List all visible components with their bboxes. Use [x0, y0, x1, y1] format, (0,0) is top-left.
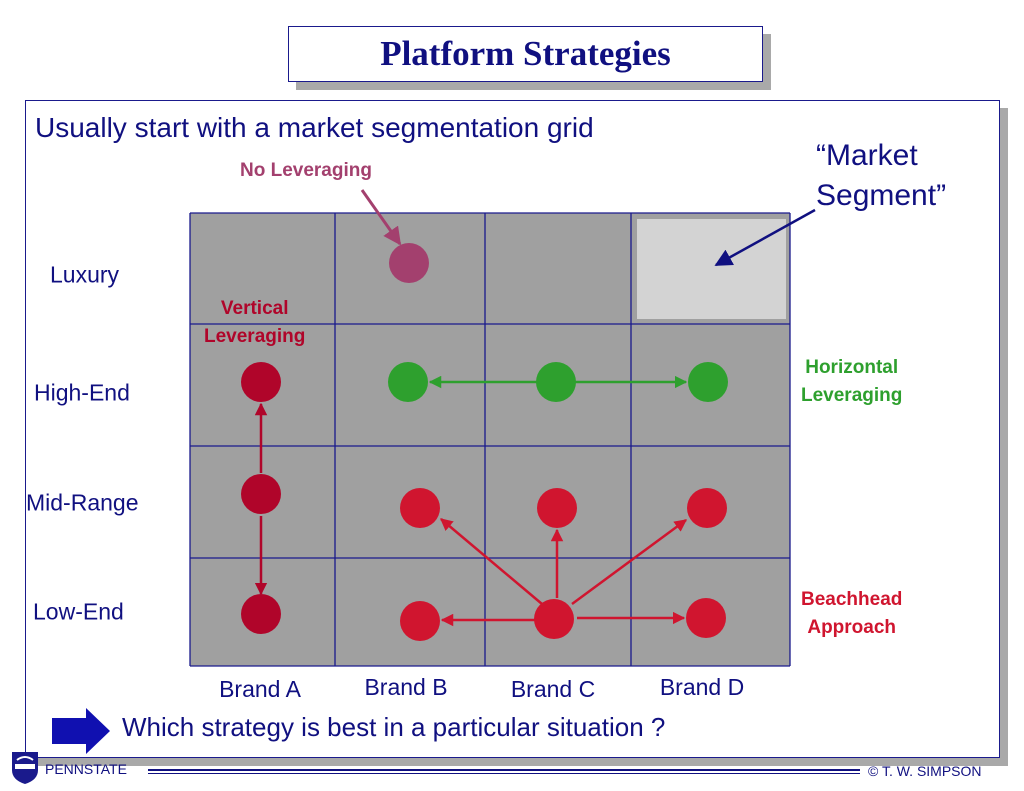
row-label-mid-range: Mid-Range: [26, 489, 139, 516]
beachhead-approach-label: Beachhead Approach: [801, 586, 902, 642]
market-segment-label: “Market Segment”: [816, 136, 946, 216]
title-box: Platform Strategies: [288, 26, 763, 82]
horizontal-label-line-2: Leveraging: [801, 385, 903, 406]
no-leveraging-label: No Leveraging: [240, 160, 372, 181]
col-label-brand-b: Brand B: [364, 674, 448, 700]
strategy-question: Which strategy is best in a particular s…: [122, 712, 666, 742]
market-segment-cell: [637, 219, 786, 319]
no-leveraging-dot: [389, 243, 429, 283]
block-arrow-icon: [52, 708, 110, 754]
col-label-brand-c: Brand C: [510, 676, 596, 702]
market-segment-line-1: “Market: [816, 139, 918, 172]
vertical-dot-high-end: [241, 362, 281, 402]
beachhead-label-line-1: Beachhead: [801, 589, 903, 610]
horizontal-dot-brand-d: [688, 362, 728, 402]
row-label-low-end: Low-End: [33, 598, 124, 625]
row-label-high-end: High-End: [34, 379, 130, 406]
vertical-label-line-2: Leveraging: [204, 326, 306, 347]
beachhead-dot-low-d: [686, 598, 726, 638]
col-label-brand-d: Brand D: [659, 674, 745, 700]
horizontal-label-line-1: Horizontal: [805, 357, 899, 378]
grid-lines: [189, 212, 791, 667]
footer-rule-thin: [148, 773, 860, 774]
pennstate-shield-icon: [12, 752, 38, 784]
beachhead-label-line-2: Approach: [807, 617, 897, 638]
horizontal-dot-brand-c: [536, 362, 576, 402]
vertical-label-line-1: Vertical: [220, 298, 289, 319]
no-leveraging-arrow: [360, 189, 402, 246]
horizontal-dot-brand-b: [388, 362, 428, 402]
col-label-brand-a: Brand A: [219, 676, 301, 702]
vertical-dot-mid-range: [241, 474, 281, 514]
horizontal-leveraging-label: Horizontal Leveraging: [801, 354, 902, 410]
beachhead-dot-low-c: [534, 599, 574, 639]
row-label-luxury: Luxury: [50, 261, 120, 288]
beachhead-arrows: [440, 518, 688, 627]
vertical-leveraging-label: Vertical Leveraging: [204, 295, 305, 351]
footer-rule: [148, 769, 860, 771]
page-title: Platform Strategies: [380, 34, 671, 73]
pennstate-logo-text: PENNSTATE: [45, 761, 127, 777]
market-segment-arrow: [714, 208, 816, 267]
beachhead-dot-mid-b: [400, 488, 440, 528]
beachhead-dot-low-b: [400, 601, 440, 641]
beachhead-dot-mid-d: [687, 488, 727, 528]
vertical-dot-low-end: [241, 594, 281, 634]
intro-text: Usually start with a market segmentation…: [35, 112, 594, 143]
copyright-text: © T. W. SIMPSON: [868, 763, 982, 779]
market-segment-line-2: Segment”: [816, 179, 947, 212]
beachhead-dot-mid-c: [537, 488, 577, 528]
